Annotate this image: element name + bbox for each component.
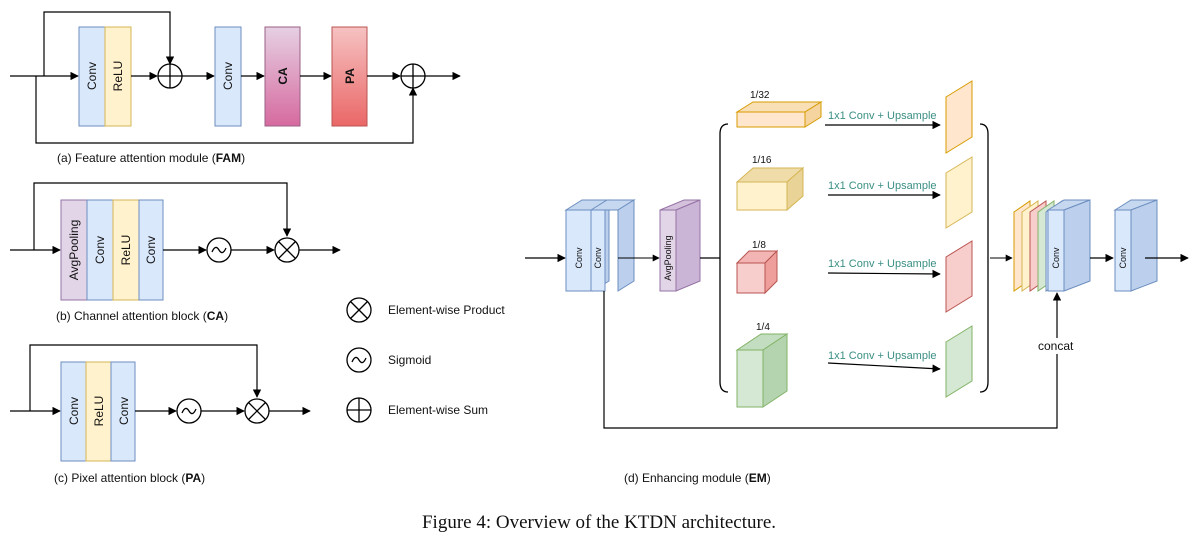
pa-conv-block-2 [110, 361, 136, 462]
legend-product-icon [346, 297, 372, 323]
em-branch-label-3: 1x1 Conv + Upsample [828, 258, 937, 270]
pa-product-icon [244, 398, 270, 424]
svg-text:Conv: Conv [1051, 247, 1061, 269]
pa-block-diagram: Conv ReLU Conv (c) Pixel attention block… [10, 344, 311, 485]
em-feature-block-1-8 [735, 249, 779, 295]
em-upsampled-map-2 [945, 156, 973, 229]
em-branch-label-2: 1x1 Conv + Upsample [828, 180, 937, 192]
pa-sigmoid-icon [176, 398, 202, 424]
fam-pa-block [331, 26, 368, 127]
em-branch-label-1: 1x1 Conv + Upsample [828, 110, 937, 122]
em-branch-label-4: 1x1 Conv + Upsample [828, 350, 937, 362]
fam-sum-icon-1 [157, 63, 183, 89]
ca-relu-label: ReLU [119, 235, 133, 266]
em-concat-stack [1013, 200, 1063, 292]
fam-sum-icon-2 [400, 63, 426, 89]
svg-text:Conv: Conv [1118, 247, 1128, 269]
ca-avgpool-block [60, 199, 88, 301]
em-caption: (d) Enhancing module (EM) [624, 471, 771, 485]
svg-text:Conv: Conv [593, 247, 603, 269]
pa-relu-block [85, 361, 112, 462]
fam-top-skip [43, 11, 175, 76]
ca-avgpool-label: AvgPooling [67, 220, 81, 281]
legend-sigmoid-label: Sigmoid [388, 353, 431, 367]
em-module: Conv Conv AvgPooling 1/32 1x1 Conv + Up [525, 80, 1189, 485]
legend-product-label: Element-wise Product [388, 303, 505, 317]
fam-pa-label: PA [343, 68, 357, 84]
svg-text:AvgPooling: AvgPooling [663, 235, 673, 280]
svg-text:Conv: Conv [574, 247, 584, 269]
ca-sigmoid-icon [206, 237, 232, 263]
em-upsampled-map-3 [945, 240, 973, 313]
pa-relu-label: ReLU [92, 396, 106, 427]
figure-caption: Figure 4: Overview of the KTDN architect… [422, 512, 776, 533]
legend: Element-wise Product Sigmoid Element-wis… [346, 297, 505, 423]
ca-conv-block-2 [138, 199, 164, 301]
ca-relu-block [112, 199, 140, 301]
fam-conv-label-1: Conv [85, 62, 99, 90]
pa-caption: (c) Pixel attention block (PA) [54, 471, 205, 485]
fam-relu-block [104, 26, 132, 127]
pa-skip [29, 344, 262, 411]
fam-caption: (a) Feature attention module (FAM) [57, 151, 245, 165]
ca-skip [33, 182, 292, 250]
em-feature-block-1-32 [735, 101, 823, 128]
em-upsampled-map-1 [945, 80, 973, 154]
em-concat-skip [603, 291, 1062, 429]
em-scale-label-1-4: 1/4 [756, 322, 770, 333]
ca-conv-label-1: Conv [93, 236, 107, 264]
fam-conv-label-2: Conv [221, 62, 235, 90]
em-concat-label: concat [1038, 339, 1074, 353]
pa-conv-label-2: Conv [117, 397, 131, 425]
fam-module: Conv ReLU Conv CA PA (a) Feature attenti… [10, 11, 461, 165]
fam-conv-block-2 [214, 26, 242, 127]
em-conv-cube-3: Conv [1046, 199, 1091, 292]
pa-conv-label-1: Conv [67, 397, 81, 425]
em-left-bracket [719, 123, 729, 393]
ca-product-icon [274, 237, 300, 263]
em-right-bracket [979, 123, 989, 393]
em-avgpool-cube: AvgPooling [659, 199, 701, 292]
em-scale-label-1-32: 1/32 [750, 90, 770, 101]
fam-conv-block-1 [78, 26, 106, 127]
ca-block-diagram: AvgPooling Conv ReLU Conv (b) Channel at… [10, 182, 341, 323]
legend-sigmoid-icon [346, 347, 372, 373]
em-conv-cube-2: Conv [589, 199, 636, 292]
em-feature-block-1-4 [735, 333, 789, 408]
em-scale-label-1-16: 1/16 [752, 155, 772, 166]
em-conv-cube-4: Conv [1113, 199, 1158, 292]
em-feature-block-1-16 [735, 166, 805, 212]
fam-bottom-skip [35, 76, 418, 144]
em-scale-label-1-8: 1/8 [752, 240, 766, 251]
fam-ca-block [264, 26, 301, 127]
ca-caption: (b) Channel attention block (CA) [56, 309, 228, 323]
pa-conv-block-1 [60, 361, 87, 462]
legend-sum-label: Element-wise Sum [388, 403, 488, 417]
fam-relu-label: ReLU [111, 61, 125, 92]
fam-ca-label: CA [276, 67, 290, 85]
ca-conv-label-2: Conv [144, 236, 158, 264]
em-upsampled-map-4 [945, 325, 973, 398]
legend-sum-icon [346, 397, 372, 423]
